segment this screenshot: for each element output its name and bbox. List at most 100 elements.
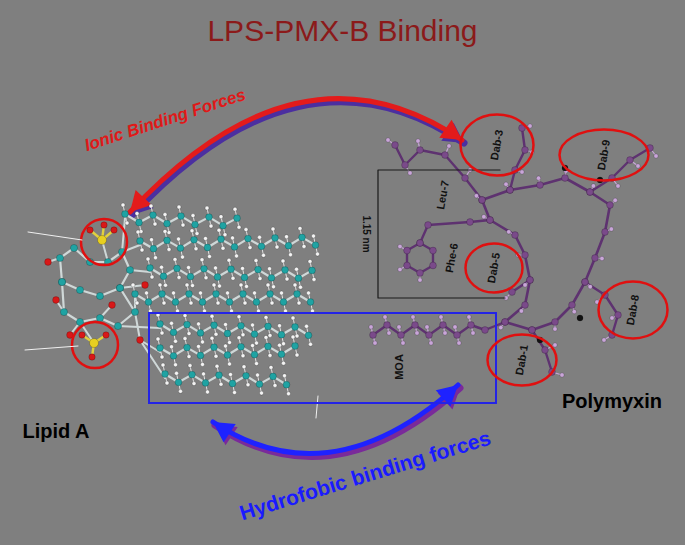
hydrogen-atom — [457, 341, 461, 345]
carbon-atom — [487, 217, 494, 224]
carbon-atom — [255, 266, 262, 273]
hydrogen-atom — [245, 284, 249, 288]
hydrogen-atom — [398, 267, 402, 271]
carbon-atom — [542, 347, 549, 354]
carbon-atom — [615, 312, 622, 319]
carbon-atom — [220, 222, 227, 229]
hydrogen-atom — [242, 365, 246, 369]
oxygen-atom — [101, 222, 107, 228]
carbon-atom — [587, 189, 594, 196]
hydrogen-atom — [305, 324, 309, 328]
hydrogen-atom — [616, 184, 620, 188]
hydrogen-atom — [654, 154, 658, 158]
hydrogen-atom — [214, 332, 218, 336]
carbon-atom — [164, 237, 171, 244]
lipid-bond — [160, 324, 309, 335]
hydrogen-atom-group — [131, 283, 315, 313]
hydrogen-atom — [309, 342, 313, 346]
hydrogen-atom — [135, 301, 139, 305]
carbon-atom — [272, 235, 279, 242]
hydrogen-atom — [183, 337, 187, 341]
hydrogen-atom — [223, 233, 227, 237]
hydrogen-atom — [191, 214, 195, 218]
hydrogen-atom — [268, 353, 272, 357]
hydrogen-bond — [123, 205, 239, 235]
hydrogen-atom — [189, 301, 193, 305]
hydrogen-atom — [398, 244, 402, 248]
carbon-atom — [201, 265, 208, 272]
hydrogen-atom — [167, 231, 171, 235]
carbon-atom — [258, 243, 265, 250]
sugar-atom — [116, 284, 123, 291]
hydrogen-atom-group — [156, 313, 313, 346]
carbon-atom — [569, 302, 576, 309]
hydrogen-atom — [200, 258, 204, 262]
hydrogen-atom — [453, 325, 457, 329]
carbon-atom — [224, 352, 231, 359]
oxygen-atom — [111, 227, 117, 233]
hydrogen-atom — [228, 341, 232, 345]
carbon-atom-group — [147, 265, 316, 282]
oxygen-atom-group — [79, 222, 117, 360]
hydrogen-atom — [386, 138, 390, 142]
carbon-atom — [537, 182, 544, 189]
hydrogen-atom — [136, 230, 140, 234]
carbon-atom — [184, 344, 191, 351]
hydrogen-atom — [177, 275, 181, 279]
side-chain-bond — [510, 128, 525, 190]
carbon-atom — [224, 330, 231, 337]
carbon-atom — [412, 322, 419, 329]
hydrogen-atom — [205, 206, 209, 210]
carbon-atom — [283, 381, 290, 388]
carbon-atom — [265, 323, 272, 330]
phosphorus-atom — [98, 236, 107, 245]
hydrogen-atom — [271, 227, 275, 231]
carbon-atom — [265, 343, 272, 350]
oxygen-atom — [89, 354, 95, 360]
hydrogen-atom — [636, 164, 640, 168]
hydrogen-atom — [149, 204, 153, 208]
hydrogen-atom — [185, 283, 189, 287]
carbon-atom — [285, 242, 292, 249]
carbon-atom — [211, 322, 218, 329]
hydrogen-atom — [164, 283, 168, 287]
hydrogen-atom — [131, 283, 135, 287]
hydrogen-atom — [369, 325, 373, 329]
region-box: MOA — [148, 312, 497, 404]
oxygen-atom — [137, 337, 144, 344]
carbon-atom — [582, 279, 589, 286]
carbon-atom — [512, 232, 519, 239]
hydrogen-atom — [212, 283, 216, 287]
carbon-atom — [522, 252, 529, 259]
carbon-atom — [228, 266, 235, 273]
carbon-atom — [204, 244, 211, 251]
residue-label: Dab-3 — [489, 129, 505, 161]
hydrogen-atom — [163, 213, 167, 217]
carbon-atom — [218, 236, 225, 243]
hydrogen-atom — [191, 284, 195, 288]
carbon-atom — [157, 321, 164, 328]
hydrogen-atom — [167, 247, 171, 251]
hydrogen-atom — [258, 277, 262, 281]
carbon-atom — [211, 344, 218, 351]
carbon-atom-group — [157, 321, 312, 339]
hydrogen-atom — [293, 283, 297, 287]
carbon-atom — [245, 235, 252, 242]
hydrogen-atom — [425, 325, 429, 329]
hydrogen-atom — [140, 248, 144, 252]
carbon-atom — [234, 215, 241, 222]
hydrogen-atom — [228, 362, 232, 366]
molecule-label: Lipid A — [22, 421, 89, 441]
carbon-atom-group — [137, 234, 319, 252]
sugar-atom — [76, 286, 83, 293]
carbon-atom — [214, 274, 221, 281]
force-label: Ionic Binding Forces — [82, 86, 247, 154]
carbon-atom — [392, 142, 399, 149]
carbon-atom — [202, 380, 209, 387]
phosphorus-atom — [90, 339, 99, 348]
hydrogen-atom — [246, 383, 250, 387]
hydrogen-atom — [177, 205, 181, 209]
hydrogen-atom — [520, 170, 524, 174]
carbon-atom — [231, 244, 238, 251]
